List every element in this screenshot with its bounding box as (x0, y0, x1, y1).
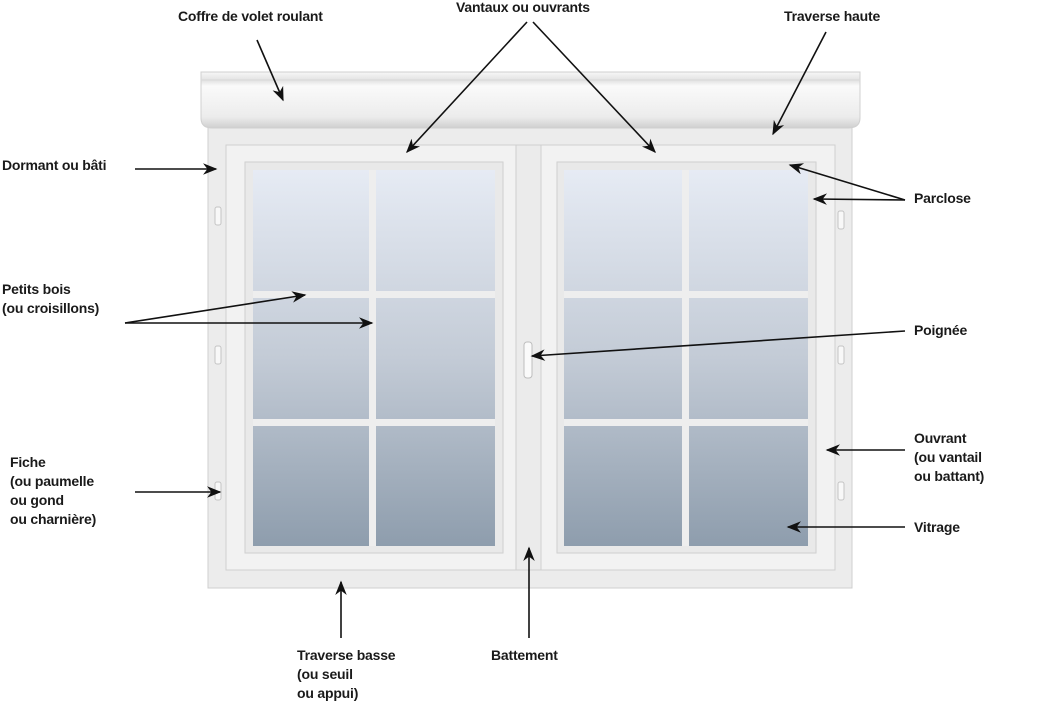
left-sash (225, 144, 517, 571)
label-vantaux: Vantaux ou ouvrants (456, 0, 590, 15)
label-line: (ou croisillons) (2, 300, 100, 316)
arrow-traverse-haute (772, 31, 827, 136)
label-line: Traverse basse (297, 647, 396, 663)
label-petits-bois: Petits bois (ou croisillons) (2, 280, 99, 318)
label-line: Fiche (10, 454, 46, 470)
right-sash (540, 144, 836, 571)
label-poignee: Poignée (914, 322, 968, 338)
label-line: ou appui) (297, 685, 359, 701)
arrow-vantaux-left (406, 21, 528, 154)
arrow-parclose-2 (812, 193, 906, 205)
label-traverse-haute: Traverse haute (784, 8, 881, 24)
label-line: ou charnière) (10, 511, 97, 527)
arrow-coffre (256, 39, 284, 102)
label-vitrage: Vitrage (914, 519, 960, 535)
label-coffre: Coffre de volet roulant (178, 8, 323, 24)
label-line: (ou seuil (297, 666, 353, 682)
arrow-poignee (530, 330, 906, 361)
handle (523, 341, 533, 379)
label-ouvrant: Ouvrant (ou vantail ou battant) (914, 429, 984, 486)
arrow-vantaux-right (532, 21, 656, 154)
label-line: Petits bois (2, 281, 71, 297)
label-parclose: Parclose (914, 190, 971, 206)
label-fiche: Fiche (ou paumelle ou gond ou charnière) (10, 453, 96, 529)
label-line: (ou paumelle (10, 473, 94, 489)
label-battement: Battement (491, 647, 558, 663)
arrow-petits-bois-1 (124, 291, 307, 324)
label-line: (ou vantail (914, 449, 982, 465)
arrow-parclose-1 (788, 163, 906, 201)
arrows (124, 21, 906, 638)
label-line: ou gond (10, 492, 64, 508)
label-line: Ouvrant (914, 430, 967, 446)
rolling-shutter-box (200, 71, 861, 129)
label-dormant: Dormant ou bâti (2, 157, 107, 173)
label-line: ou battant) (914, 468, 985, 484)
label-traverse-basse: Traverse basse (ou seuil ou appui) (297, 646, 396, 703)
